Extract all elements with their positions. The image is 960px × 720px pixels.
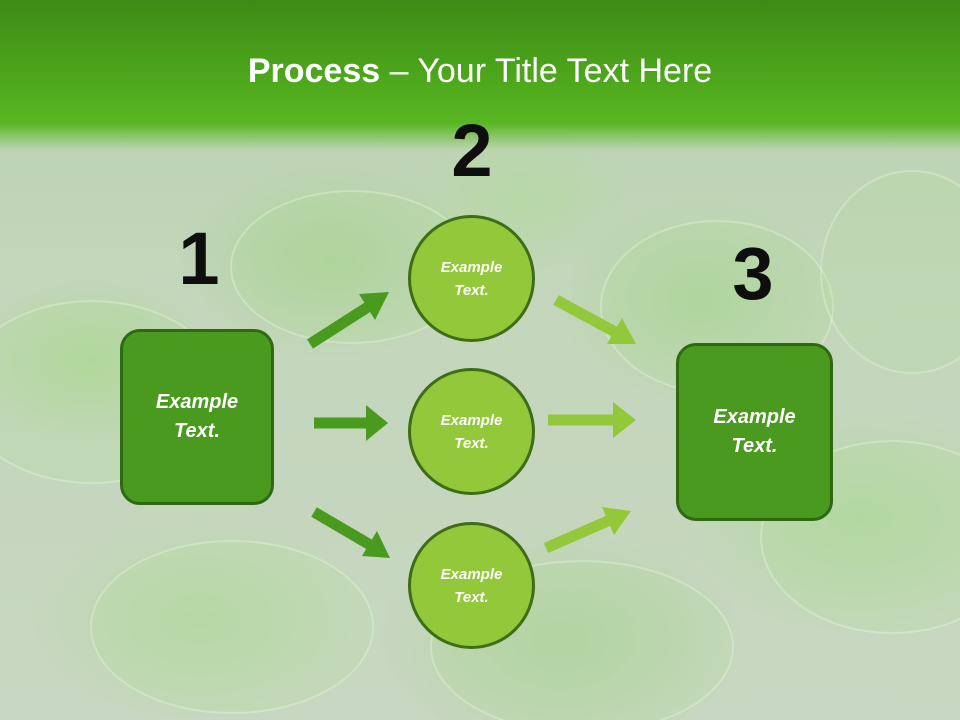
arrow-bottom-to-right <box>543 507 631 554</box>
arrow-top-to-right <box>553 295 636 344</box>
circle-bottom-text: Example Text. <box>440 565 503 606</box>
leaf-shape <box>90 540 374 714</box>
step-number-1: 1 <box>178 217 220 300</box>
leaf-shape <box>820 170 960 374</box>
title-rest: – Your Title Text Here <box>380 52 713 90</box>
step-number-3: 3 <box>732 232 774 315</box>
step-number-2: 2 <box>451 109 493 192</box>
circle-middle-text: Example Text. <box>440 411 503 452</box>
title-band <box>0 0 960 150</box>
arrow-middle-to-right <box>548 402 636 438</box>
circle-top-text: Example Text. <box>440 258 503 299</box>
arrow-left-to-top <box>307 292 389 349</box>
arrow-left-to-bottom <box>311 507 390 558</box>
slide-title: Process – Your Title Text Here <box>0 52 960 91</box>
left-box-text: Example Text. <box>155 391 239 442</box>
circle-middle[interactable]: Example Text. <box>408 368 535 495</box>
left-box[interactable]: Example Text. <box>120 329 274 505</box>
right-box-text: Example Text. <box>713 406 796 457</box>
circle-bottom[interactable]: Example Text. <box>408 522 535 649</box>
arrow-left-to-middle <box>314 405 388 441</box>
title-bold: Process <box>247 52 381 90</box>
right-box[interactable]: Example Text. <box>676 343 833 521</box>
circle-top[interactable]: Example Text. <box>408 215 535 342</box>
